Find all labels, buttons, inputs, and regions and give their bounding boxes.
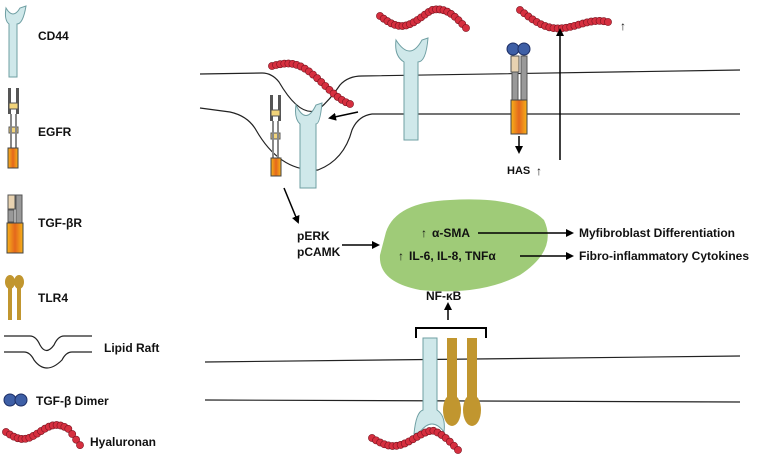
label-myofibroblast: Myfibroblast Differentiation bbox=[579, 226, 735, 240]
tlr4-receptor-bottom bbox=[443, 338, 481, 426]
legend-cd44-label: CD44 bbox=[38, 29, 69, 43]
label-il-cytokines: IL-6, IL-8, TNFα bbox=[409, 249, 496, 263]
label-pcamk: pCAMK bbox=[297, 245, 341, 259]
label-nfkb: NF-κB bbox=[426, 289, 462, 303]
cd44-receptor-middle bbox=[395, 37, 429, 141]
hyaluronan-bead bbox=[64, 424, 73, 433]
hyaluronan-bead bbox=[68, 430, 77, 438]
tgfbr-receptor-membrane bbox=[506, 42, 531, 135]
label-perk: pERK bbox=[297, 229, 330, 243]
hyaluronan-top-right bbox=[516, 6, 612, 33]
legend-cd44-icon bbox=[4, 5, 27, 78]
green-signaling-blob bbox=[379, 199, 548, 292]
hyaluronan-bead bbox=[72, 435, 81, 444]
label-has: HAS bbox=[507, 165, 530, 177]
cytokine-up-arrow: ↑ bbox=[398, 249, 404, 263]
has-up-arrow: ↑ bbox=[536, 164, 542, 178]
legend-tgfbr-icon bbox=[6, 194, 24, 254]
cd44-receptor-raft bbox=[295, 102, 323, 189]
sma-up-arrow: ↑ bbox=[421, 226, 427, 240]
hyaluronan-bead bbox=[76, 441, 84, 450]
legend-tgfb-dimer-icon bbox=[3, 393, 28, 407]
cd44-receptor-bottom bbox=[413, 337, 445, 435]
hyaluronan-bead bbox=[346, 100, 354, 108]
receptor-bracket bbox=[415, 327, 487, 338]
legend-tgfbr-label: TGF-βR bbox=[38, 216, 82, 230]
legend-lipid-raft-label: Lipid Raft bbox=[104, 341, 159, 355]
legend-hyaluronan-label: Hyaluronan bbox=[90, 435, 156, 449]
hyaluronan-bottom bbox=[368, 426, 462, 454]
legend-hyaluronan-icon bbox=[2, 421, 84, 450]
legend-tlr4-label: TLR4 bbox=[38, 291, 68, 305]
hyaluronan-bead bbox=[604, 18, 612, 26]
label-alpha-sma: α-SMA bbox=[432, 226, 470, 240]
hyaluronan-bead bbox=[454, 446, 462, 454]
hyaluronan-up-arrow: ↑ bbox=[620, 19, 626, 33]
arrow-internalization bbox=[328, 111, 359, 121]
legend-egfr-icon bbox=[7, 88, 19, 169]
legend-lipid-raft-icon bbox=[4, 335, 92, 369]
egfr-receptor-raft bbox=[270, 95, 282, 177]
legend-tlr4-icon bbox=[5, 275, 24, 320]
hyaluronan-bead bbox=[462, 24, 470, 32]
hyaluronan-top bbox=[376, 5, 470, 32]
arrow-egfr-to-perk bbox=[283, 187, 300, 224]
hyaluronan-raft bbox=[268, 59, 354, 108]
label-fibro-inflammatory: Fibro-inflammatory Cytokines bbox=[579, 249, 749, 263]
legend-tgfb-dimer-label: TGF-β Dimer bbox=[36, 394, 109, 408]
legend-egfr-label: EGFR bbox=[38, 125, 72, 139]
